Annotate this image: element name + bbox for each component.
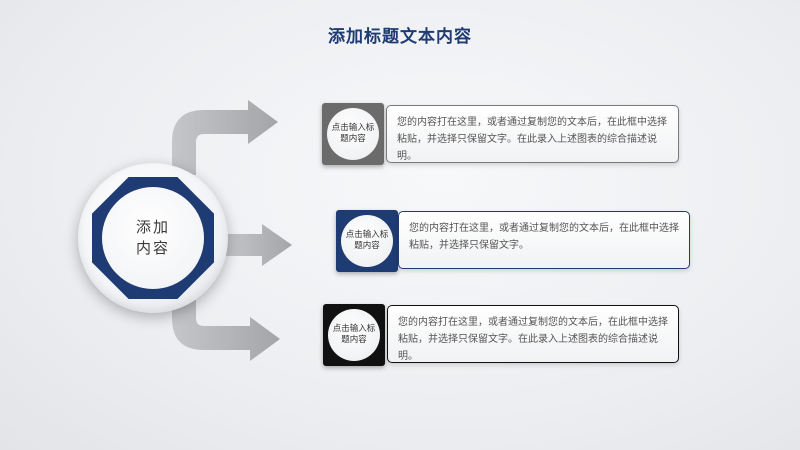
badge-3[interactable]: 点击输入标题内容	[323, 304, 385, 366]
arrow-bottom	[172, 300, 280, 361]
description-3-text: 您的内容打在这里，或者通过复制您的文本后，在此框中选择粘贴，并选择只保留文字。在…	[398, 317, 668, 362]
central-hub: 添加内容	[78, 163, 228, 313]
description-1-text: 您的内容打在这里，或者通过复制您的文本后，在此框中选择粘贴，并选择只保留文字。在…	[397, 117, 667, 162]
badge-2-label: 点击输入标题内容	[345, 230, 389, 251]
hub-text: 添加内容	[135, 218, 170, 257]
badge-2[interactable]: 点击输入标题内容	[336, 210, 398, 272]
description-box-3[interactable]: 您的内容打在这里，或者通过复制您的文本后，在此框中选择粘贴，并选择只保留文字。在…	[387, 305, 679, 363]
badge-3-circle: 点击输入标题内容	[328, 309, 380, 361]
badge-3-label: 点击输入标题内容	[332, 324, 376, 345]
description-box-2[interactable]: 您的内容打在这里，或者通过复制您的文本后，在此框中选择粘贴，并选择只保留文字。	[398, 211, 690, 269]
description-box-1[interactable]: 您的内容打在这里，或者通过复制您的文本后，在此框中选择粘贴，并选择只保留文字。在…	[386, 105, 679, 163]
arrow-top	[172, 100, 278, 175]
hub-inner-circle: 添加内容	[102, 187, 204, 289]
badge-2-circle: 点击输入标题内容	[341, 215, 393, 267]
badge-1[interactable]: 点击输入标题内容	[322, 103, 384, 165]
badge-1-circle: 点击输入标题内容	[327, 108, 379, 160]
badge-1-label: 点击输入标题内容	[331, 123, 375, 144]
description-2-text: 您的内容打在这里，或者通过复制您的文本后，在此框中选择粘贴，并选择只保留文字。	[409, 223, 679, 251]
arrow-middle	[226, 224, 292, 266]
page-title: 添加标题文本内容	[328, 27, 472, 47]
